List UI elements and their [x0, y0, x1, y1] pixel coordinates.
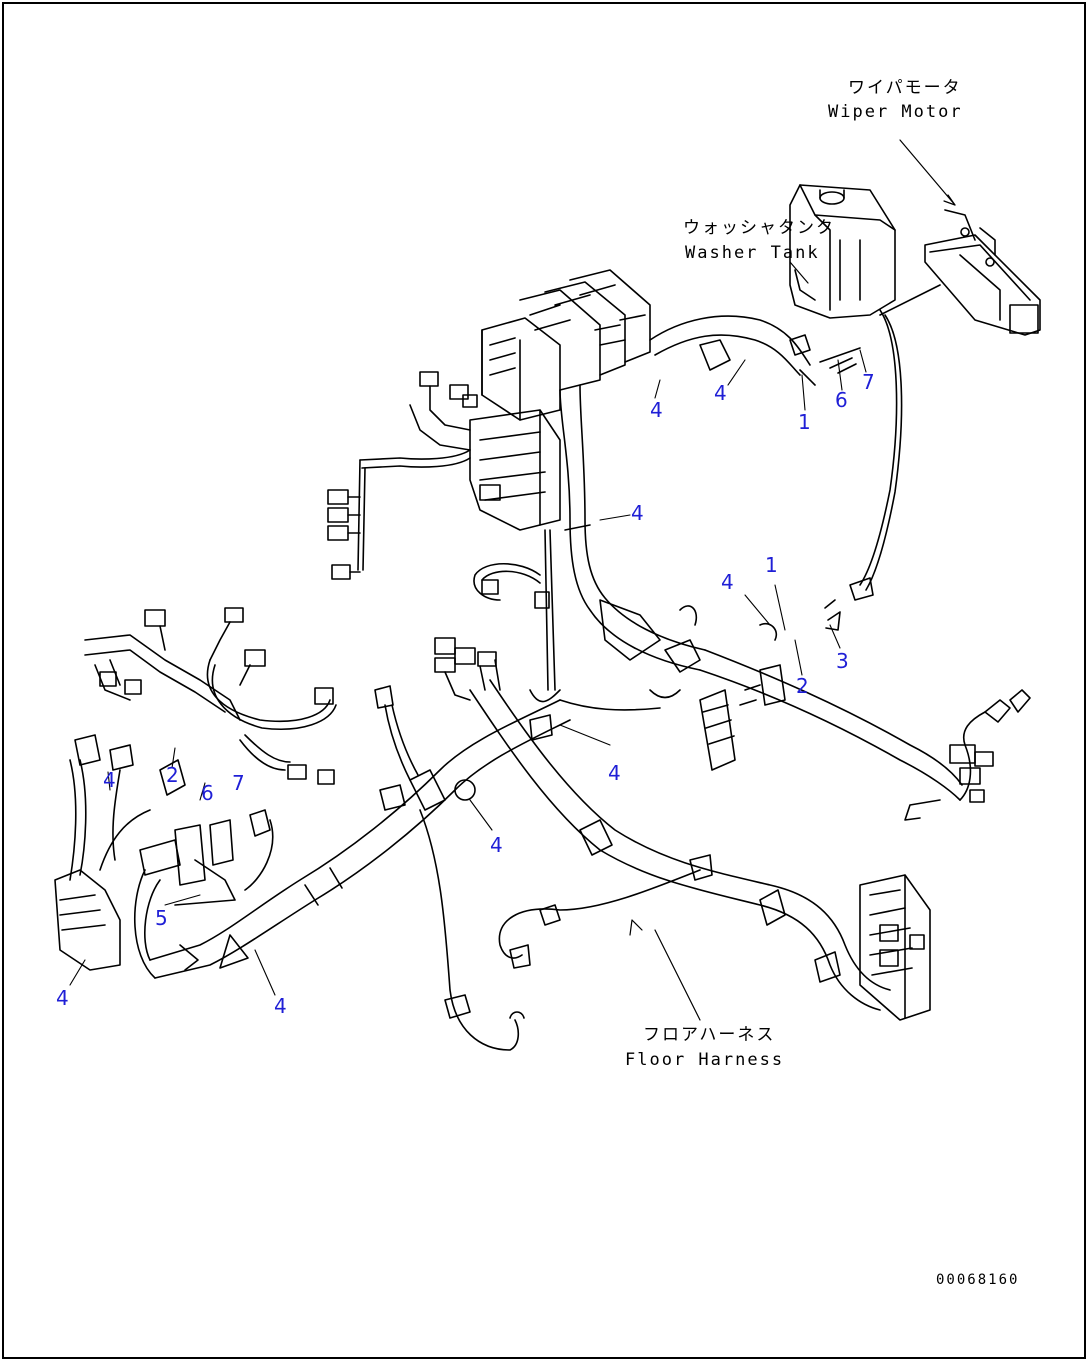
callout-5: 5 [155, 906, 168, 930]
callout-7: 7 [862, 370, 875, 394]
middle-left-clips [174, 734, 335, 906]
washer-tank-label-jp: ウォッシャタンク [683, 218, 835, 238]
callout-4: 4 [714, 381, 727, 405]
callout-4: 4 [56, 986, 69, 1010]
callout-4: 4 [490, 833, 503, 857]
floor-harness-trunk [469, 679, 891, 1011]
callout-1: 1 [765, 553, 778, 577]
left-bottom-cluster [54, 734, 186, 971]
lower-main-harness [133, 699, 571, 979]
left-top-connectors [84, 607, 337, 730]
floor-harness-label-en: Floor Harness [625, 1050, 785, 1070]
callout-4: 4 [721, 570, 734, 594]
callout-2: 2 [796, 674, 809, 698]
center-connectors [374, 637, 661, 811]
callout-6: 6 [201, 781, 214, 805]
left-upper-connectors [327, 371, 478, 580]
callout-3: 3 [836, 649, 849, 673]
washer-branch-harness [649, 315, 861, 386]
diagram-part-code: 00068160 [936, 1272, 1020, 1288]
callout-4: 4 [650, 398, 663, 422]
wiper-motor [924, 209, 1041, 336]
washer-tank [789, 184, 896, 319]
right-relay-panel [859, 874, 931, 1021]
floor-harness-label-jp: フロアハーネス [643, 1025, 776, 1045]
callout-4: 4 [631, 501, 644, 525]
washer-tank-leader [789, 261, 809, 284]
callout-1: 1 [798, 410, 811, 434]
callout-7: 7 [232, 771, 245, 795]
controller-box [469, 409, 561, 531]
floor-harness-wire [498, 869, 701, 959]
callout-4: 4 [103, 768, 116, 792]
wiper-motor-label-jp: ワイパモータ [848, 78, 962, 98]
washer-tank-label-en: Washer Tank [685, 243, 820, 263]
floor-harness-leader [654, 929, 701, 1021]
callout-leaders [69, 349, 867, 996]
lower-vertical-wire [419, 809, 520, 1051]
callout-2: 2 [166, 763, 179, 787]
right-side-connectors [904, 689, 1031, 821]
mid-loop-wire [473, 563, 541, 601]
wiper-motor-label-en: Wiper Motor [828, 102, 963, 122]
main-harness-trunk [529, 384, 706, 703]
right-branch-harness [649, 605, 963, 801]
fuse-box-upper [481, 269, 651, 421]
callout-4: 4 [274, 994, 287, 1018]
callout-4: 4 [608, 761, 621, 785]
wiper-motor-leader [899, 139, 956, 206]
wiper-motor-wire [859, 309, 898, 586]
callout-6: 6 [835, 388, 848, 412]
